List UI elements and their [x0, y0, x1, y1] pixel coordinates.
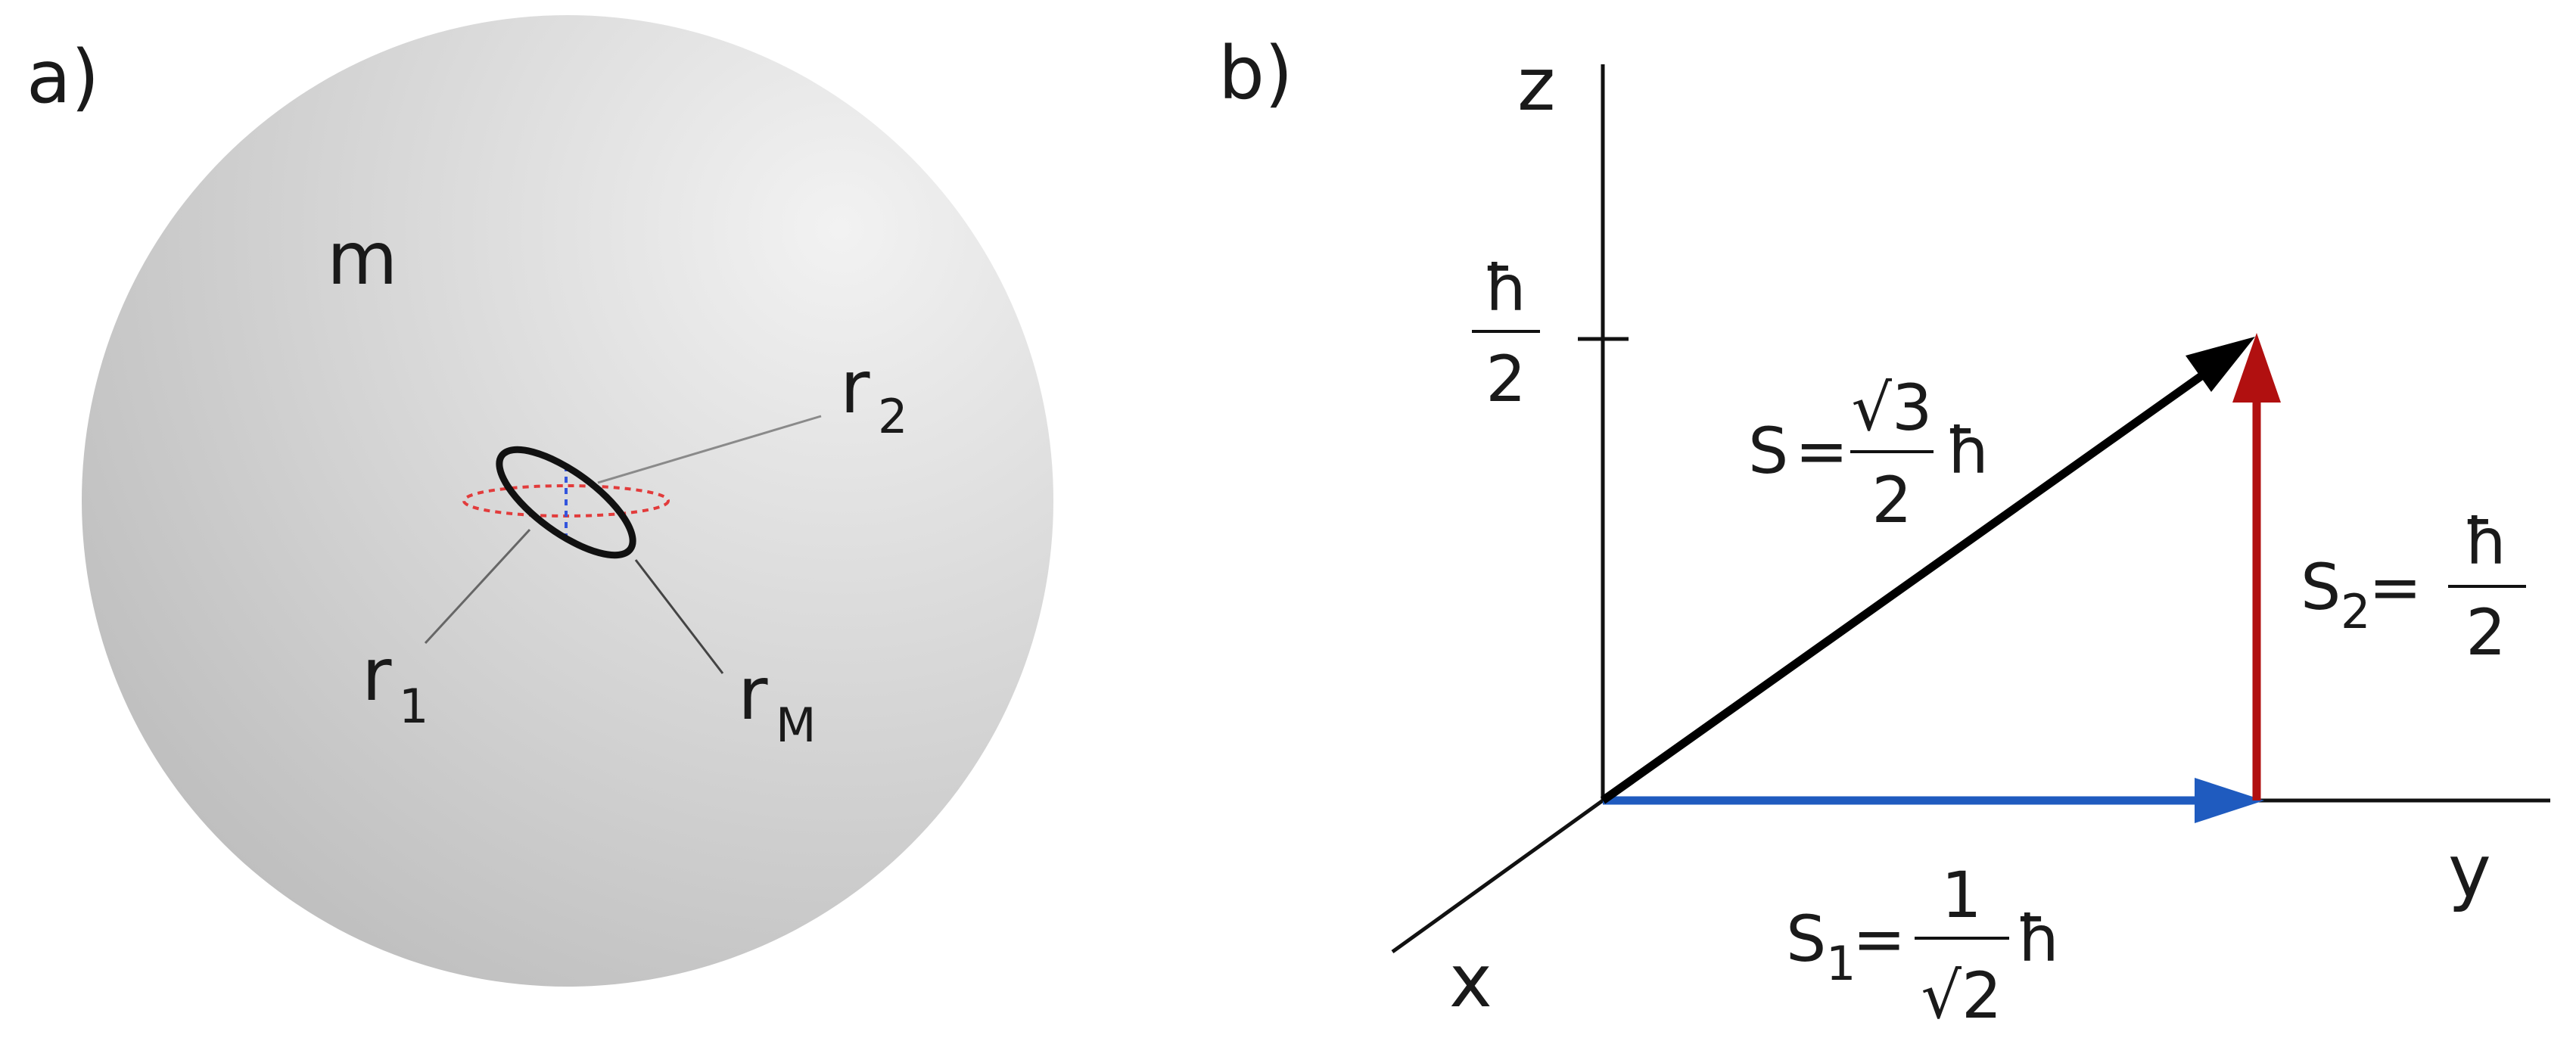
mass-label: m: [327, 216, 398, 301]
s1-unit: ħ: [2017, 902, 2061, 976]
panel-b-label: b): [1218, 31, 1293, 116]
tick-numerator: ħ: [1484, 251, 1528, 325]
s-coef-denominator: 2: [1871, 463, 1912, 537]
s2-equals: =: [2369, 550, 2422, 624]
s1-coef-numerator: 1: [1941, 858, 1981, 932]
tick-denominator: 2: [1486, 342, 1526, 416]
vector-s: [1600, 361, 2220, 804]
panel-a-label: a): [26, 35, 99, 120]
s-equals: =: [1795, 414, 1848, 488]
s2-denominator: 2: [2466, 595, 2506, 670]
vector-s2-arrowhead: [2232, 333, 2281, 403]
spin-ring: [496, 446, 636, 559]
s-unit: ħ: [1946, 414, 1990, 488]
axis-x-line: [1391, 798, 1604, 954]
s-name: S: [1748, 414, 1788, 488]
axis-x-label: x: [1449, 939, 1492, 1024]
axis-z-label: z: [1517, 42, 1555, 127]
rm-label: r: [738, 651, 768, 736]
r1-subscript: 1: [399, 679, 428, 734]
r2-subscript: 2: [878, 389, 907, 444]
vector-s1-label: S 1 = 1 √2 ħ: [1786, 858, 2061, 1033]
vector-s-label: S = √3 2 ħ: [1748, 371, 1990, 537]
leader-rm: [634, 559, 724, 674]
rm-subscript: M: [776, 698, 817, 753]
r2-label: r: [840, 345, 870, 430]
leader-r2: [597, 415, 822, 484]
panel-a: a) m r 2 r 1 r M: [26, 15, 1053, 987]
leader-r1: [424, 528, 531, 645]
s1-equals: =: [1853, 902, 1906, 976]
s1-subscript: 1: [1826, 936, 1856, 991]
s1-name: S: [1786, 902, 1826, 976]
vector-s2-label: S 2 = ħ 2: [2301, 505, 2526, 670]
axis-y-label: y: [2448, 829, 2491, 914]
s2-numerator: ħ: [2464, 505, 2508, 579]
s1-coef-denominator: √2: [1921, 959, 2002, 1033]
vector-s1-arrowhead: [2195, 778, 2264, 823]
s-coef-numerator: √3: [1852, 371, 1933, 445]
s2-subscript: 2: [2341, 584, 2370, 639]
vector-s-arrowhead: [2186, 337, 2255, 392]
s2-name: S: [2301, 550, 2341, 624]
r1-label: r: [362, 633, 392, 717]
panel-b: b) z y x ħ 2 S = √3 2 ħ: [1218, 31, 2550, 1033]
